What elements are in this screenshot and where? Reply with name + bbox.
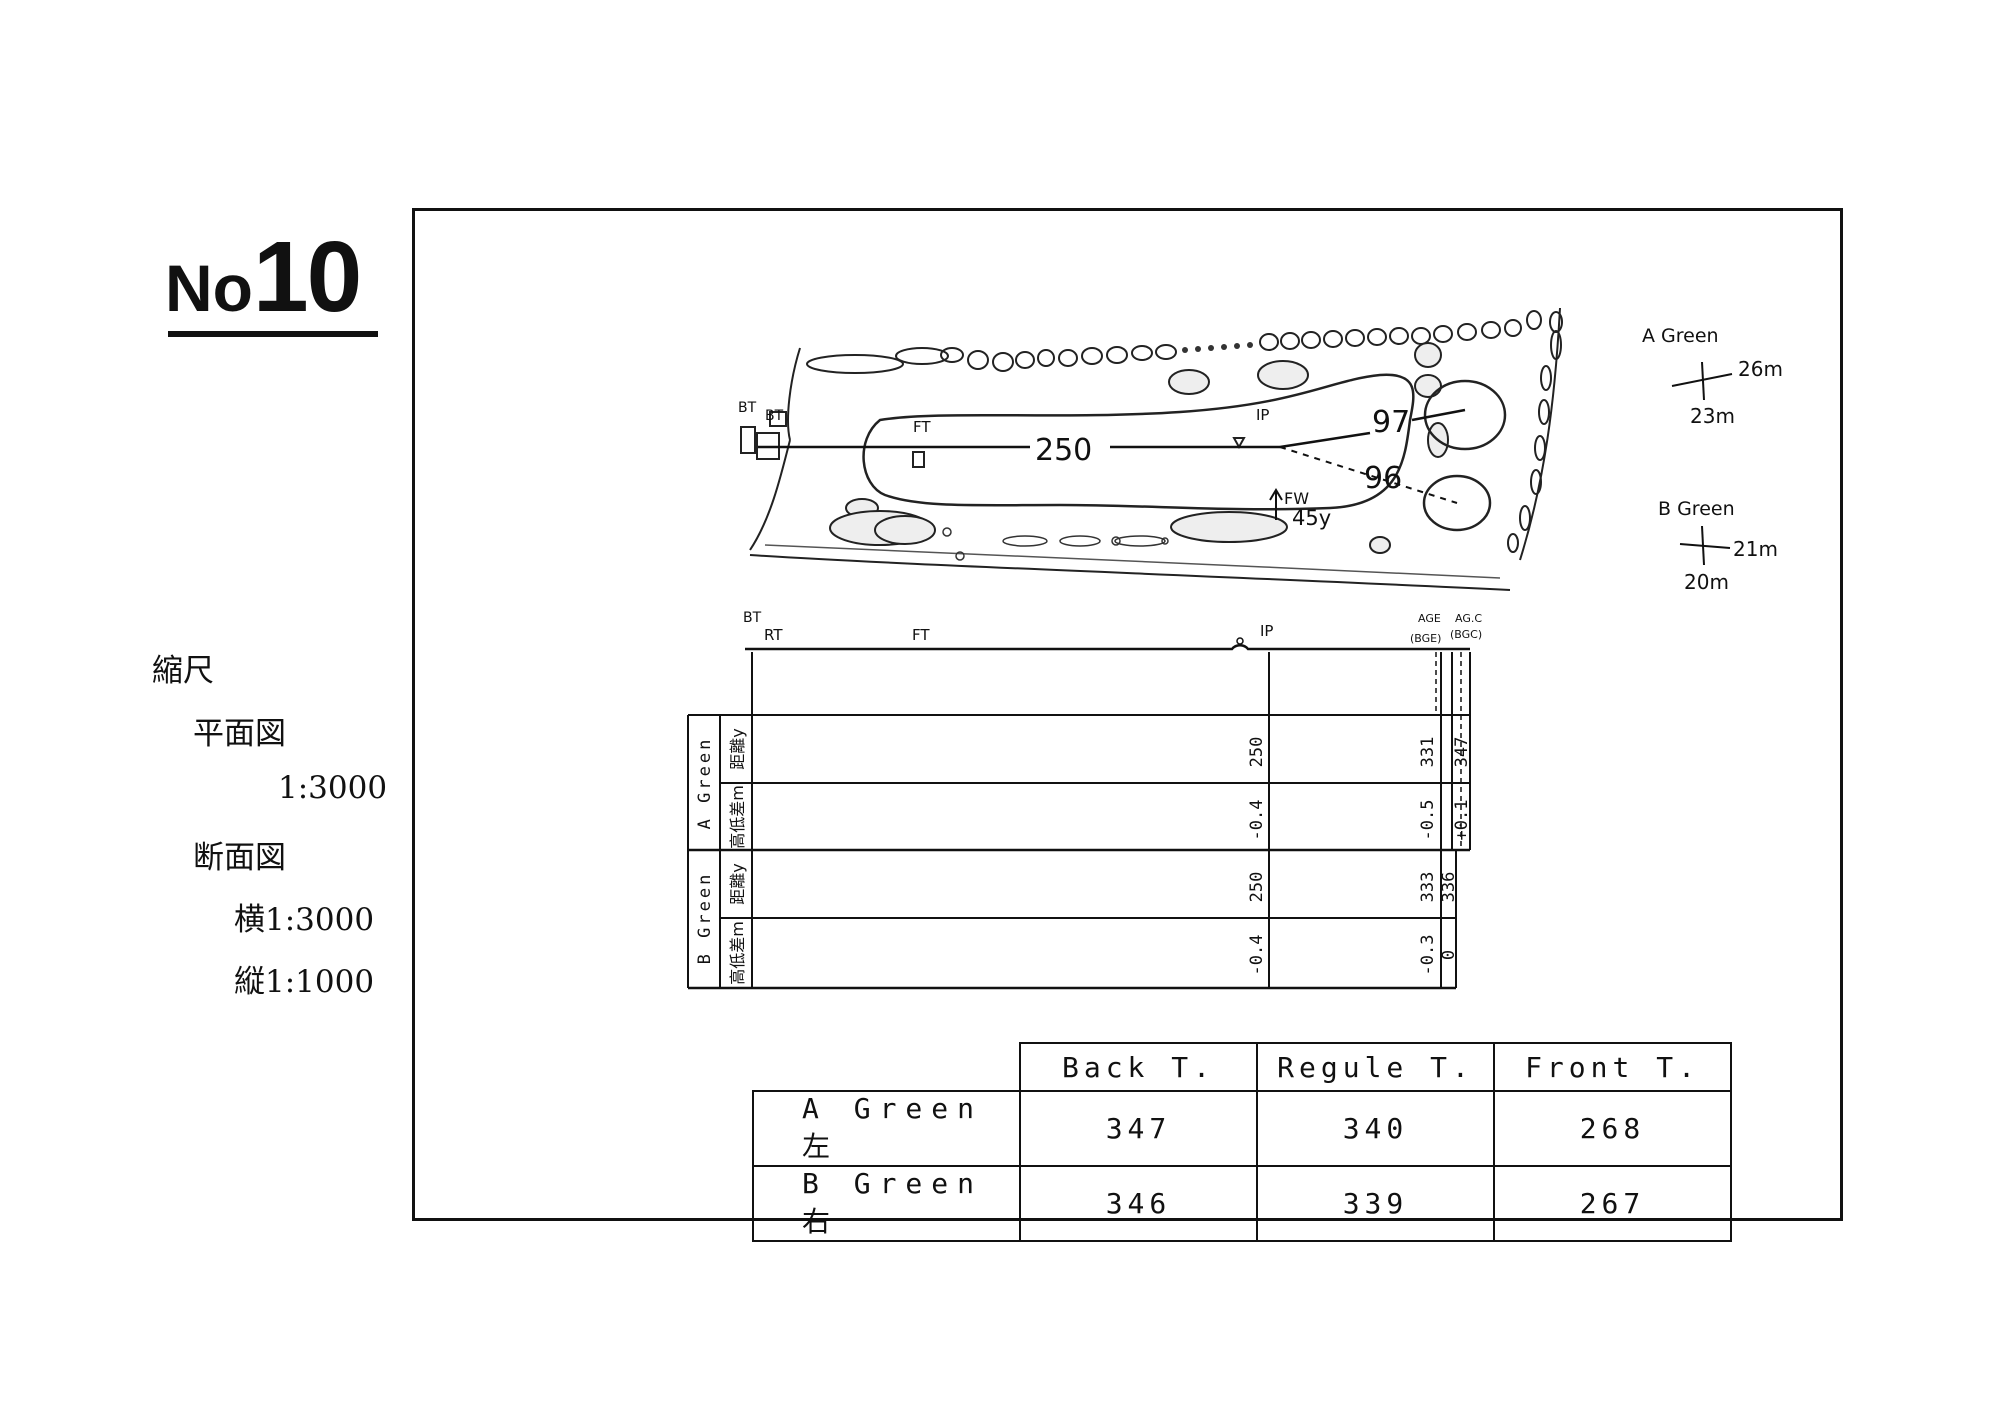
fairway-outline bbox=[862, 373, 1415, 511]
section-scale-label: 断面図 bbox=[193, 840, 286, 876]
profile-label-rt: RT bbox=[764, 626, 783, 644]
section-scale-horizontal: 横1:3000 bbox=[234, 902, 375, 938]
tree-column bbox=[1507, 330, 1562, 553]
profile-value: 331 bbox=[1418, 737, 1438, 768]
ground-profile bbox=[745, 644, 1470, 651]
profile-value: 347 bbox=[1452, 737, 1472, 768]
profile-row-label: 距離y bbox=[728, 728, 747, 769]
ip-marker bbox=[1232, 437, 1246, 450]
plan-scale-value: 1:3000 bbox=[278, 770, 388, 806]
profile-value: -0.4 bbox=[1247, 935, 1267, 976]
plan-label-fw-distance: 45y bbox=[1292, 506, 1331, 530]
hole-number: No10 bbox=[165, 220, 362, 335]
profile-value: -0.3 bbox=[1418, 935, 1438, 976]
scale-title: 縮尺 bbox=[152, 653, 214, 689]
profile-label-agc: AG.C bbox=[1455, 612, 1482, 625]
plan-label-ft: FT bbox=[913, 418, 931, 436]
boundary-line bbox=[749, 554, 1511, 591]
hole-number-prefix: No bbox=[165, 251, 253, 325]
tree-row-bottom bbox=[942, 527, 1169, 561]
yardage-corner bbox=[753, 1043, 1020, 1091]
profile-label-ft: FT bbox=[912, 626, 930, 644]
profile-value: -0.4 bbox=[1247, 800, 1267, 841]
yardage-cell: 267 bbox=[1493, 1165, 1732, 1242]
ip-to-a-green-line bbox=[1411, 408, 1466, 422]
tree-clump bbox=[829, 342, 1449, 554]
b-green-axis bbox=[1679, 543, 1731, 549]
boundary-line bbox=[749, 439, 791, 551]
yardage-row-label: B Green 右 bbox=[752, 1165, 1021, 1242]
ip-point bbox=[1236, 637, 1244, 645]
hole-number-underline bbox=[168, 331, 378, 337]
profile-row-label: 距離y bbox=[728, 863, 747, 904]
hole-number-value: 10 bbox=[252, 221, 362, 333]
section-scale-vertical: 縦1:1000 bbox=[234, 964, 375, 1000]
profile-label-ip: IP bbox=[1260, 622, 1273, 640]
profile-value: +0.1 bbox=[1452, 800, 1472, 841]
yardage-header: Regule T. bbox=[1256, 1042, 1495, 1092]
a-green-axis bbox=[1701, 361, 1705, 401]
b-green-width: 21m bbox=[1733, 537, 1778, 561]
plan-distance-96: 96 bbox=[1364, 461, 1402, 496]
profile-value: -0.5 bbox=[1418, 800, 1438, 841]
small-tree-dots bbox=[1182, 342, 1253, 353]
yardage-cell: 339 bbox=[1256, 1165, 1495, 1242]
a-green-title: A Green bbox=[1642, 325, 1719, 347]
profile-row-label: 高低差m bbox=[728, 785, 747, 849]
yardage-header: Back T. bbox=[1019, 1042, 1258, 1092]
yardage-row-label: A Green 左 bbox=[752, 1090, 1021, 1167]
profile-value: 333 bbox=[1418, 872, 1438, 903]
boundary-line bbox=[787, 347, 801, 441]
tree-row bbox=[806, 310, 1563, 374]
ip-to-a-green-line bbox=[1279, 431, 1371, 449]
yardage-cell: 346 bbox=[1019, 1165, 1258, 1242]
yardage-cell: 347 bbox=[1019, 1090, 1258, 1167]
b-green-title: B Green bbox=[1658, 498, 1735, 520]
profile-value: 250 bbox=[1247, 737, 1267, 768]
plan-label-bt: BT bbox=[765, 408, 784, 424]
boundary-line bbox=[1519, 307, 1561, 561]
profile-row-label: 高低差m bbox=[728, 921, 747, 985]
a-green-depth: 23m bbox=[1690, 404, 1735, 428]
fw-arrow bbox=[1269, 488, 1283, 501]
plan-distance-97: 97 bbox=[1372, 405, 1410, 440]
profile-value: 0 bbox=[1439, 950, 1459, 960]
ft-marker bbox=[912, 451, 925, 468]
table-row: A Green 左 347 340 268 bbox=[752, 1090, 1732, 1167]
plan-label-ip: IP bbox=[1256, 406, 1269, 424]
profile-value: 250 bbox=[1247, 872, 1267, 903]
profile-group-b-title: B Green bbox=[695, 872, 715, 965]
yardage-header-row: Back T. Regule T. Front T. bbox=[753, 1042, 1732, 1092]
profile-label-bt: BT bbox=[743, 610, 762, 626]
boundary-line bbox=[764, 544, 1501, 579]
profile-label-age: AGE bbox=[1418, 612, 1441, 625]
profile-group-a-title: A Green bbox=[695, 737, 715, 830]
b-green-axis bbox=[1701, 525, 1705, 566]
yardage-header: Front T. bbox=[1493, 1042, 1732, 1092]
yardage-table: Back T. Regule T. Front T. A Green 左 347… bbox=[752, 1042, 1732, 1242]
plan-label-bt: BT bbox=[738, 400, 757, 416]
plan-label-fw: FW bbox=[1284, 489, 1309, 508]
plan-scale-label: 平面図 bbox=[193, 716, 286, 752]
plan-distance-250: 250 bbox=[1035, 433, 1092, 468]
table-row: B Green 右 346 339 267 bbox=[752, 1165, 1732, 1242]
b-green bbox=[1422, 474, 1492, 532]
profile-value: 336 bbox=[1439, 872, 1459, 903]
a-green bbox=[1423, 379, 1507, 451]
yardage-cell: 268 bbox=[1493, 1090, 1732, 1167]
profile-label-bge: (BGE) bbox=[1410, 632, 1441, 645]
profile-label-bgc: (BGC) bbox=[1450, 628, 1482, 641]
b-green-depth: 20m bbox=[1684, 570, 1729, 594]
a-green-width: 26m bbox=[1738, 357, 1783, 381]
yardage-cell: 340 bbox=[1256, 1090, 1495, 1167]
